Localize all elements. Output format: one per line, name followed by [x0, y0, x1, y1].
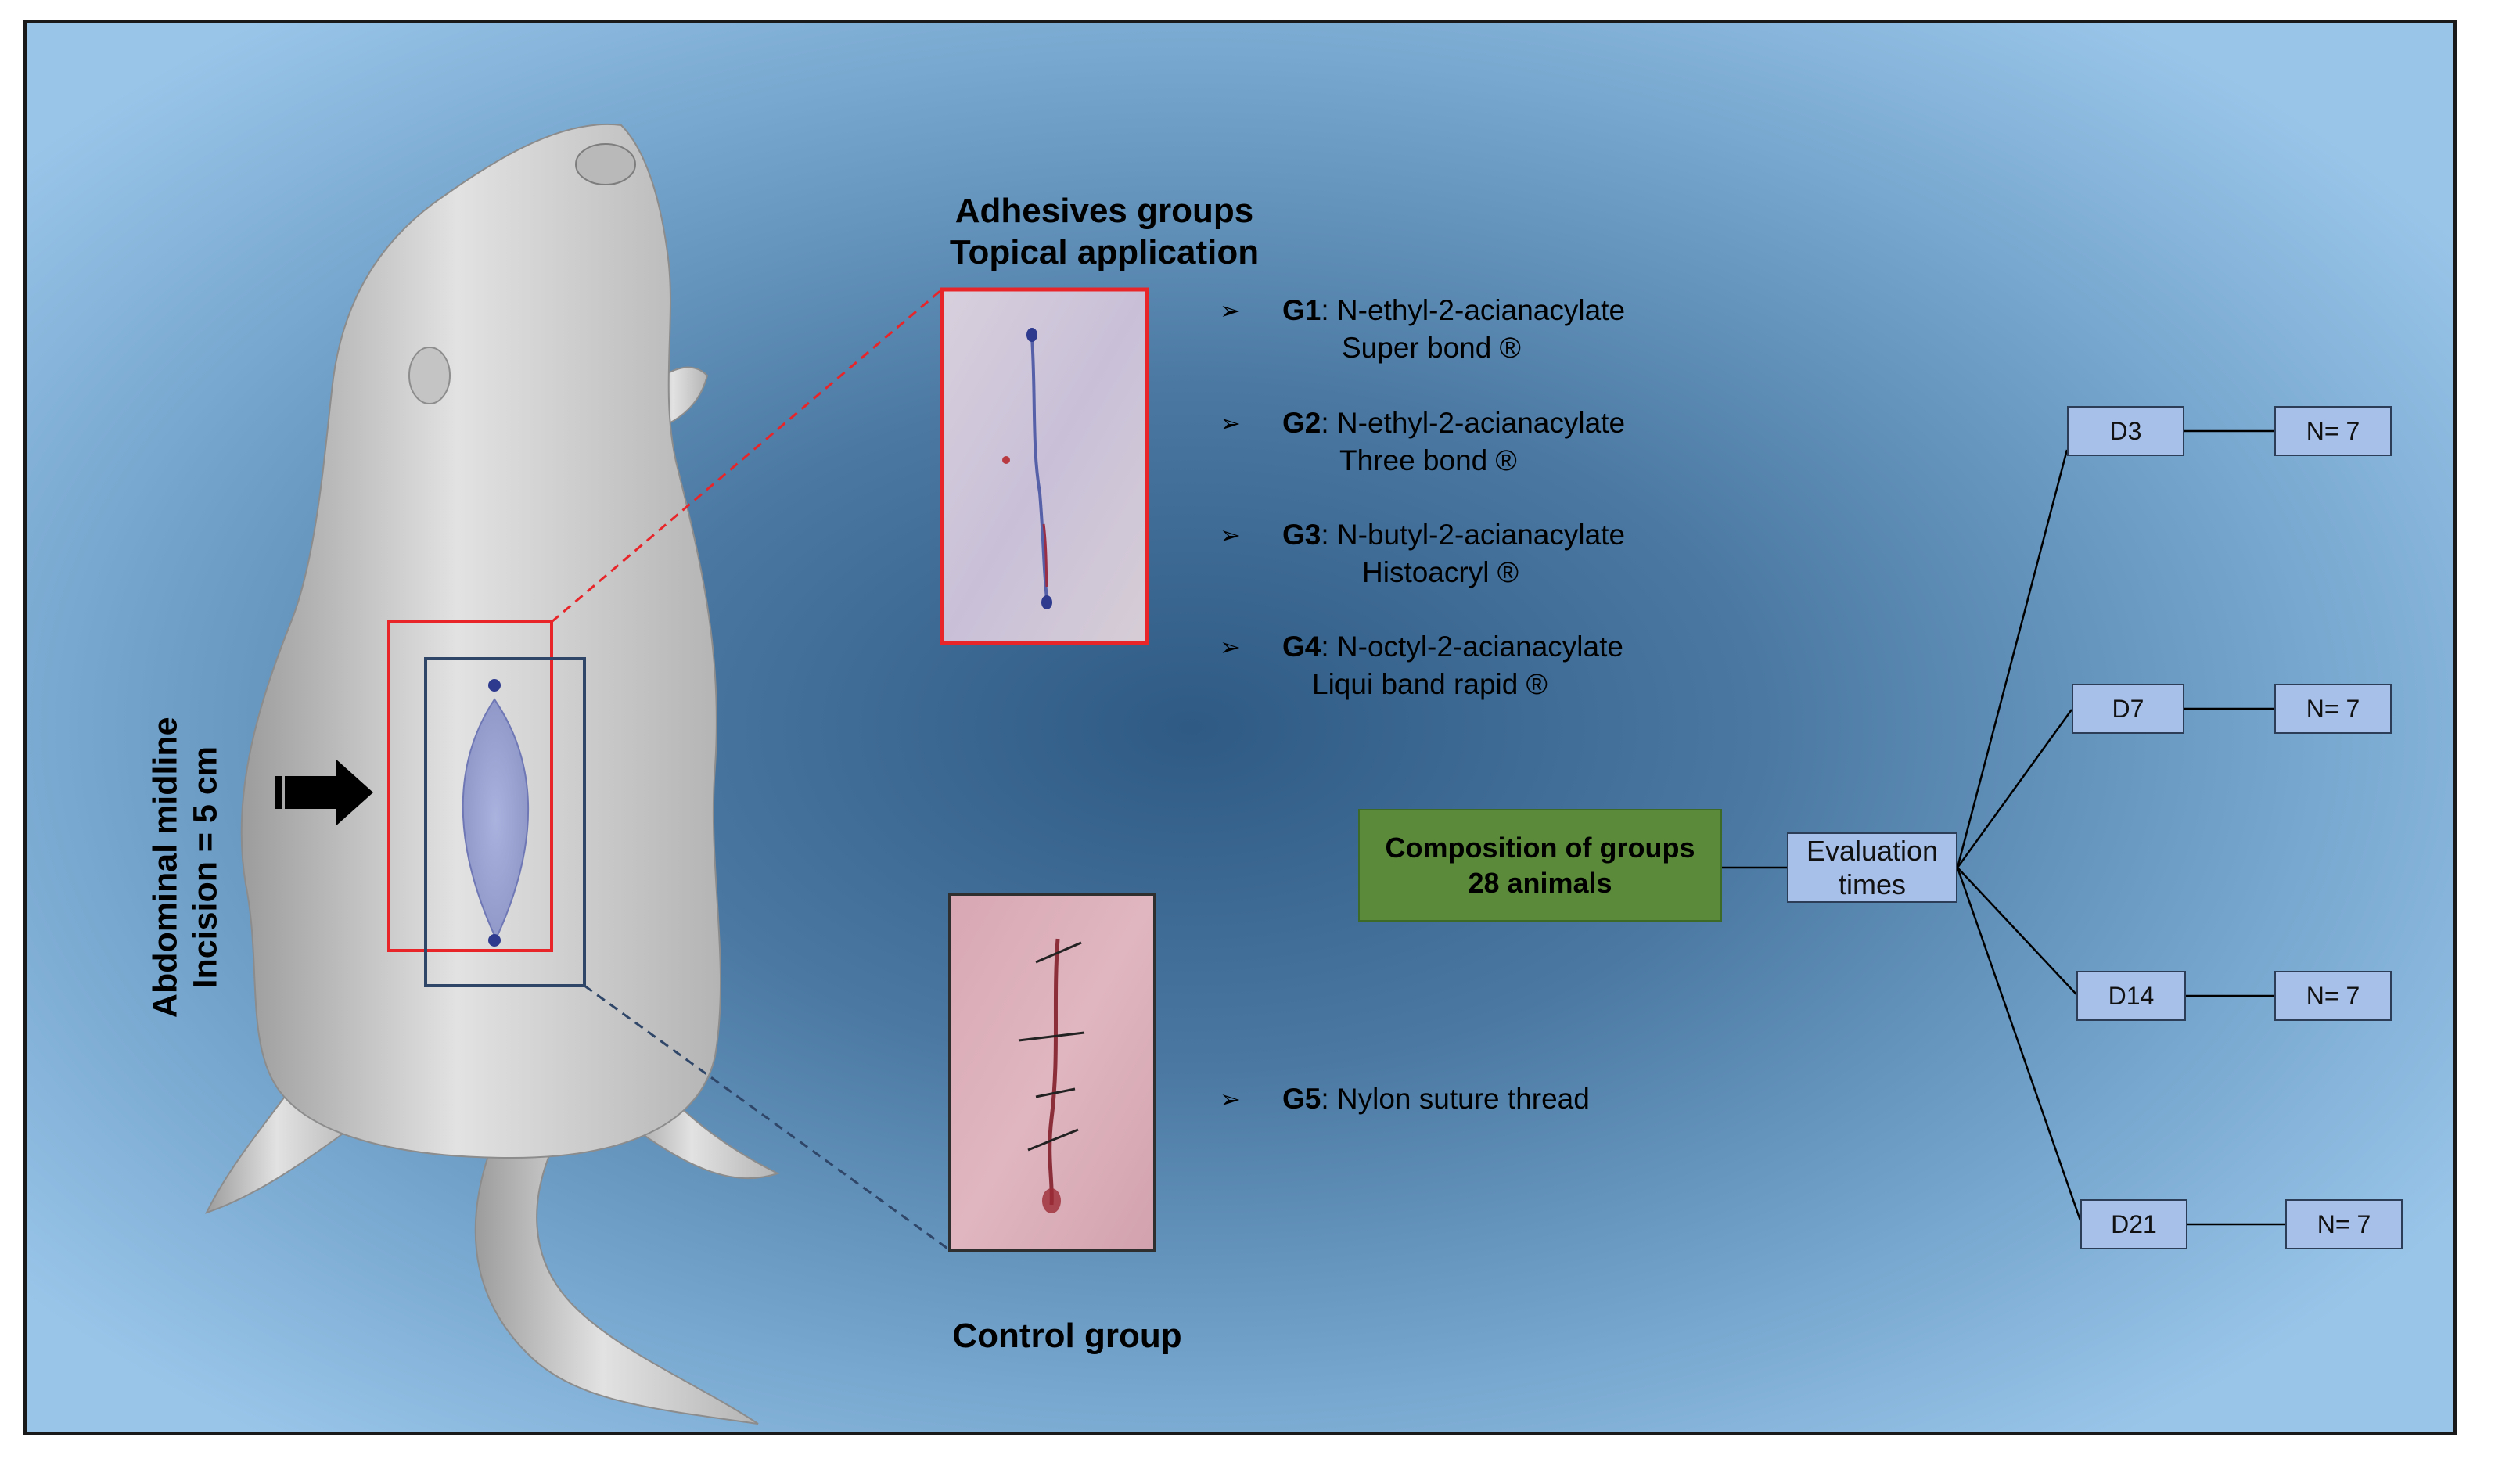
bullet-arrow-icon: ➢ [1220, 409, 1241, 437]
figure-frame: Adhesives groups Topical application Con… [23, 20, 2457, 1435]
control-dashed-connector [584, 984, 951, 1252]
incision-label-line2: Incision = 5 cm [186, 746, 224, 989]
incision-label: Abdominal midline Incision = 5 cm [146, 672, 225, 1063]
group-code: G4 [1282, 631, 1321, 663]
arrow-right-icon [285, 759, 373, 826]
group-name: : N-ethyl-2-acianacylate [1321, 407, 1626, 439]
group-brand: Histoacryl ® [1362, 556, 1519, 588]
tree-connectors [1722, 429, 2285, 1226]
adhesives-title-line2: Topical application [949, 232, 1260, 271]
evaluation-box: Evaluation times [1787, 832, 1957, 903]
arrow-tail-stripes [275, 776, 282, 809]
group-name: : N-ethyl-2-acianacylate [1321, 294, 1626, 326]
rat-illustration [205, 123, 780, 1425]
adhesive-dashed-connector [551, 288, 943, 623]
composition-line2: 28 animals [1468, 867, 1612, 899]
n-box-d3: N= 7 [2274, 406, 2392, 456]
control-photo [948, 893, 1156, 1252]
bullet-arrow-icon: ➢ [1220, 296, 1241, 325]
bullet-arrow-icon: ➢ [1220, 1085, 1241, 1113]
adhesives-title: Adhesives groups Topical application [860, 191, 1349, 274]
group-code: G2 [1282, 407, 1321, 439]
wound-mark-top [488, 679, 501, 692]
adhesive-photo [940, 287, 1149, 645]
control-title: Control group [952, 1317, 1182, 1355]
diagram-graphics [205, 123, 2285, 1425]
adhesives-title-line1: Adhesives groups [954, 192, 1254, 230]
bullet-arrow-icon: ➢ [1220, 633, 1241, 661]
evaluation-line2: times [1838, 868, 1906, 900]
n-box-d7: N= 7 [2274, 684, 2392, 734]
composition-box: Composition of groups 28 animals [1358, 809, 1722, 922]
evaluation-line1: Evaluation [1806, 834, 1939, 867]
group-name: : N-octyl-2-acianacylate [1321, 631, 1623, 663]
day-box-d14: D14 [2076, 971, 2186, 1021]
group-code: G5 [1282, 1083, 1321, 1115]
group-code: G3 [1282, 519, 1321, 551]
n-box-d21: N= 7 [2285, 1199, 2403, 1249]
bullet-arrow-icon: ➢ [1220, 521, 1241, 549]
day-box-d21: D21 [2080, 1199, 2187, 1249]
group-code: G1 [1282, 294, 1321, 326]
wound-mark-bottom [488, 934, 501, 947]
day-box-d7: D7 [2072, 684, 2184, 734]
group-name: : N-butyl-2-acianacylate [1321, 519, 1626, 551]
control-region-box [424, 657, 586, 987]
adhesive-region-box [387, 620, 553, 952]
composition-line1: Composition of groups [1385, 832, 1695, 864]
day-box-d3: D3 [2067, 406, 2184, 456]
incision-label-line1: Abdominal midline [146, 717, 185, 1019]
group-brand: Liqui band rapid ® [1312, 668, 1548, 700]
group-brand: Three bond ® [1339, 444, 1517, 476]
n-box-d14: N= 7 [2274, 971, 2392, 1021]
group-name: : Nylon suture thread [1321, 1083, 1590, 1115]
group-brand: Super bond ® [1342, 332, 1521, 364]
